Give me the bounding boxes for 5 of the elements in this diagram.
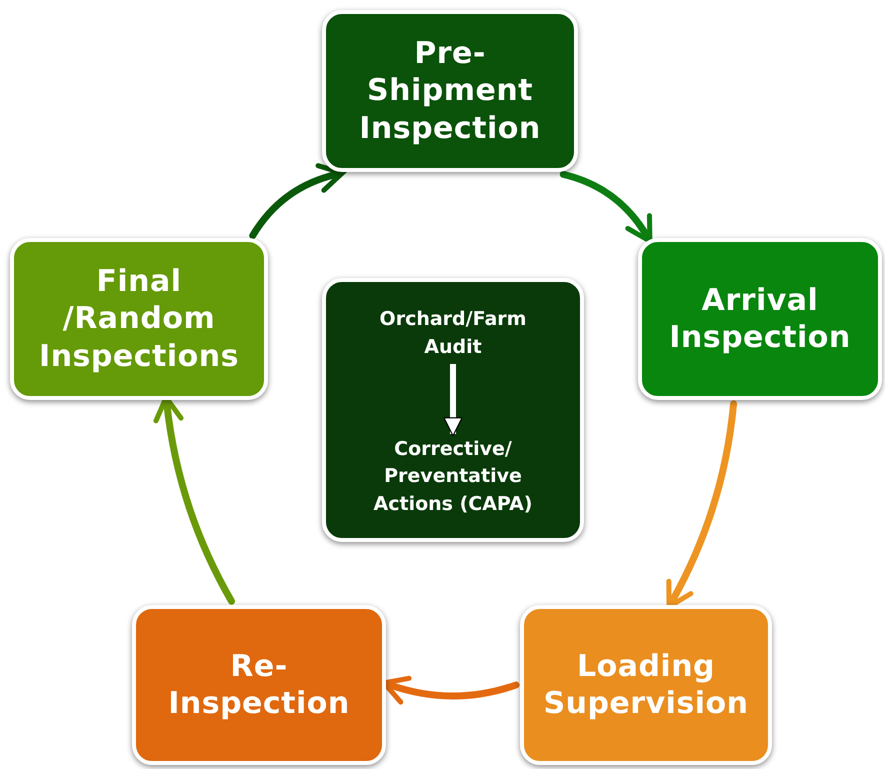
arrow — [443, 364, 463, 436]
curved-arrow — [249, 164, 345, 240]
box-text: Orchard/Farm Audit — [326, 298, 580, 370]
box-text: Corrective/ Preventative Actions (CAPA) — [326, 432, 580, 522]
curved-arrow — [560, 170, 653, 244]
